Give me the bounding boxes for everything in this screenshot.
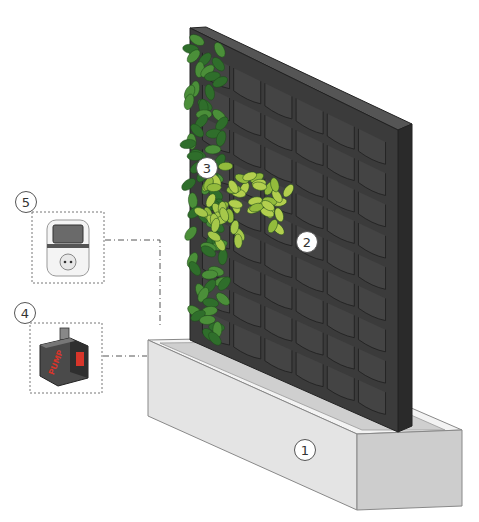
leaf	[266, 218, 280, 234]
pocket	[265, 274, 292, 309]
planter-end	[357, 430, 462, 510]
pocket-grid	[202, 53, 385, 415]
leaf	[234, 234, 243, 249]
pocket	[358, 380, 385, 414]
leaf	[252, 181, 268, 191]
pocket	[296, 162, 323, 197]
icon-frame	[30, 323, 102, 393]
pocket	[234, 100, 261, 136]
pocket	[327, 177, 354, 212]
leaf	[215, 130, 228, 148]
leaf	[205, 145, 221, 154]
pocket	[234, 132, 261, 168]
pocket	[358, 129, 385, 164]
leaf	[242, 170, 258, 182]
callout-number: 2	[296, 231, 318, 253]
pocket	[265, 338, 292, 373]
callout-number: 4	[14, 302, 36, 324]
pocket	[296, 257, 323, 292]
pocket	[327, 366, 354, 400]
leaf	[226, 179, 240, 196]
leaf	[204, 83, 216, 101]
pump-side	[70, 338, 88, 378]
timer-body	[47, 220, 89, 276]
leaf	[180, 176, 198, 193]
leaf	[201, 269, 218, 279]
socket-hole	[70, 261, 73, 264]
pocket	[296, 225, 323, 260]
pocket	[358, 223, 385, 258]
leader-line	[103, 356, 147, 357]
pocket	[327, 335, 354, 370]
leaf	[218, 162, 233, 171]
pocket	[296, 352, 323, 387]
leaf	[228, 198, 244, 209]
pocket	[296, 320, 323, 355]
pocket	[327, 240, 354, 275]
leader-line	[105, 240, 160, 326]
wall-panel	[190, 27, 412, 432]
pocket	[234, 324, 261, 359]
leaf	[206, 330, 223, 348]
leaf	[216, 275, 233, 293]
leaf	[212, 41, 227, 59]
pocket	[358, 286, 385, 321]
pocket	[327, 145, 354, 180]
leaf	[182, 224, 199, 242]
pocket	[296, 194, 323, 229]
pocket	[296, 289, 323, 324]
leaf	[218, 206, 230, 222]
leaf	[182, 93, 195, 111]
pocket	[265, 83, 292, 119]
leaf	[186, 259, 203, 277]
socket	[60, 254, 76, 270]
pocket	[234, 68, 261, 104]
pocket	[327, 271, 354, 306]
pocket	[358, 160, 385, 195]
pocket	[327, 303, 354, 338]
pocket	[234, 260, 261, 295]
leaf	[281, 182, 296, 198]
pump-body	[40, 338, 88, 386]
timer-band	[47, 244, 89, 248]
callout-number: 3	[196, 157, 218, 179]
timer-icon	[32, 212, 104, 283]
pocket	[358, 317, 385, 352]
pocket	[358, 192, 385, 227]
pocket	[296, 130, 323, 165]
leaf	[199, 243, 217, 259]
leaf	[269, 177, 280, 193]
leaf	[211, 74, 229, 89]
pocket	[265, 243, 292, 278]
pocket	[234, 292, 261, 327]
leaf	[260, 198, 276, 213]
leader-lines	[103, 240, 160, 356]
planter	[148, 338, 462, 510]
leaf	[210, 217, 221, 233]
pump-icon	[30, 323, 102, 393]
leaf	[207, 183, 222, 192]
pocket	[265, 147, 292, 182]
panel-side-edge	[398, 124, 412, 432]
pocket	[265, 306, 292, 341]
pump-top	[40, 338, 75, 348]
callout-number: 5	[15, 191, 37, 213]
pocket	[296, 98, 323, 134]
pocket	[265, 115, 292, 151]
callout-number: 1	[294, 439, 316, 461]
panel-front	[190, 28, 398, 432]
plants	[179, 32, 295, 347]
pocket	[358, 349, 385, 383]
timer-screen	[53, 225, 83, 243]
leaf	[179, 138, 196, 149]
leaf	[229, 219, 240, 235]
socket-hole	[64, 261, 67, 264]
pump-badge	[76, 352, 84, 366]
pocket	[327, 208, 354, 243]
pocket	[327, 114, 354, 149]
pocket	[358, 254, 385, 289]
icon-frame	[32, 212, 104, 283]
